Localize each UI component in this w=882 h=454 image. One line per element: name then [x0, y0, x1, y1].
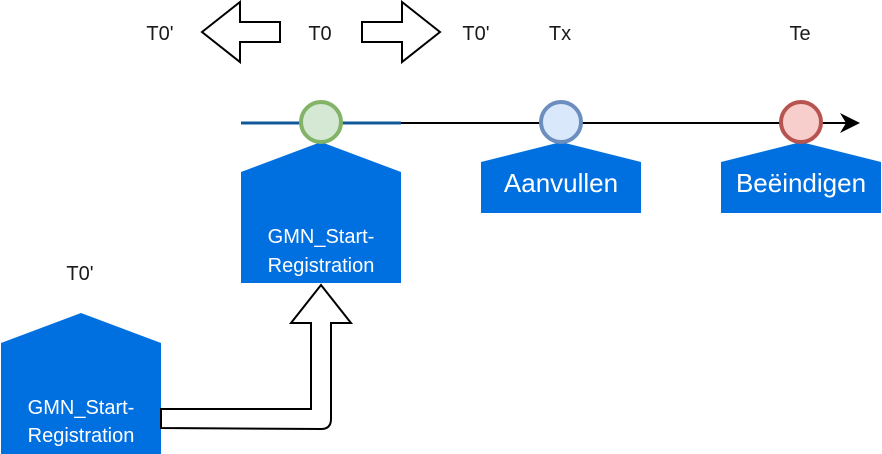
node-beeindigen — [779, 100, 823, 144]
start-registration-shape — [241, 142, 401, 283]
left-arrow-icon — [200, 0, 281, 65]
start-registration-lower-line2: Registration — [28, 425, 135, 447]
start-registration-lower-shape — [1, 313, 161, 454]
node-start — [299, 100, 343, 144]
node-aanvullen — [539, 100, 583, 144]
beeindigen-shape — [721, 142, 881, 213]
start-registration-line1: GMN_Start- — [268, 226, 375, 248]
aanvullen-shape — [481, 142, 641, 213]
label-tx: Tx — [549, 23, 571, 45]
label-t0-prime-right: T0' — [462, 23, 489, 45]
start-registration-line2: Registration — [268, 255, 375, 277]
up-arrow-connector-icon — [160, 283, 354, 431]
right-arrow-icon — [361, 0, 442, 65]
label-te: Te — [789, 23, 810, 45]
label-t0-prime-left: T0' — [146, 23, 173, 45]
label-t0: T0 — [308, 23, 331, 45]
start-registration-lower-line1: GMN_Start- — [28, 397, 135, 419]
aanvullen-label: Aanvullen — [504, 168, 618, 198]
label-t0-prime-lower: T0' — [66, 263, 93, 285]
beeindigen-label: Beëindigen — [736, 168, 866, 198]
